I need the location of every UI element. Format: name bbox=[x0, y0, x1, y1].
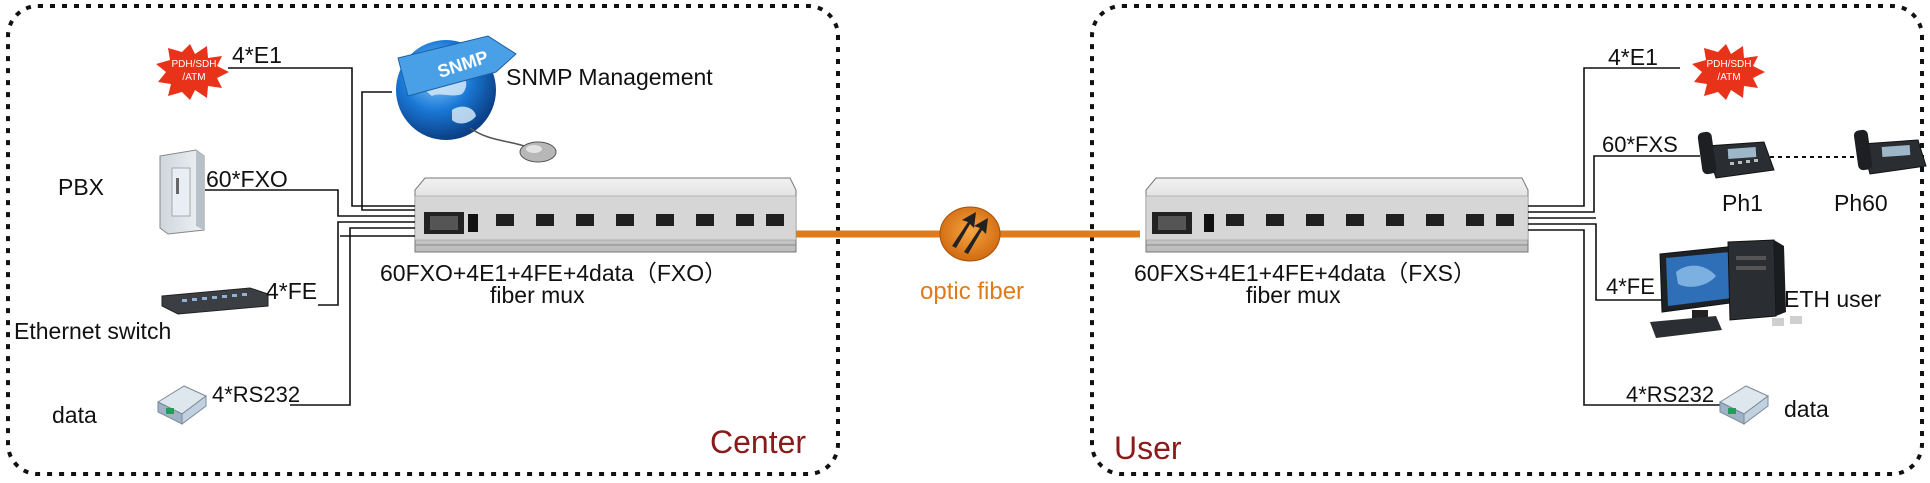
user-wires bbox=[1528, 67, 1720, 406]
fxs-label: 60*FXS bbox=[1602, 132, 1678, 157]
center-burst-icon: PDH/SDH /ATM bbox=[156, 44, 229, 100]
user-data-label: data bbox=[1784, 396, 1829, 422]
user-burst-icon: PDH/SDH /ATM bbox=[1692, 44, 1765, 100]
user-mux-desc: fiber mux bbox=[1246, 282, 1341, 308]
user-burst-line2: /ATM bbox=[1717, 72, 1740, 83]
user-fe-label: 4*FE bbox=[1606, 274, 1655, 299]
center-fe-label: 4*FE bbox=[266, 278, 318, 304]
user-rack-mux-icon bbox=[1145, 177, 1529, 253]
ethernet-switch-label: Ethernet switch bbox=[14, 318, 172, 344]
center-zone-box bbox=[6, 4, 840, 476]
globe-icon: SNMP bbox=[396, 35, 517, 140]
center-wires bbox=[205, 67, 415, 406]
center-rack-mux-icon bbox=[414, 177, 797, 253]
computer-icon bbox=[1650, 239, 1802, 338]
snmp-management-label: SNMP Management bbox=[506, 64, 713, 90]
center-burst-line1: PDH/SDH bbox=[171, 59, 216, 70]
fiber-connector-icon bbox=[939, 206, 1001, 262]
user-burst-line1: PDH/SDH bbox=[1706, 59, 1751, 70]
optic-fiber-label: optic fiber bbox=[920, 278, 1025, 305]
user-rs232-label: 4*RS232 bbox=[1626, 382, 1715, 407]
phone-icon-ph1 bbox=[1697, 131, 1775, 179]
center-e1-label: 4*E1 bbox=[232, 42, 282, 68]
user-e1-label: 4*E1 bbox=[1608, 44, 1658, 70]
center-mux-desc: fiber mux bbox=[490, 282, 585, 308]
center-zone-label: Center bbox=[710, 424, 807, 460]
ph60-label: Ph60 bbox=[1834, 190, 1888, 216]
user-mux-model: 60FXS+4E1+4FE+4data（FXS） bbox=[1134, 260, 1477, 286]
eth-user-label: ETH user bbox=[1784, 286, 1882, 312]
mouse-icon bbox=[469, 127, 557, 163]
center-burst-line2: /ATM bbox=[182, 72, 205, 83]
pbx-label: PBX bbox=[58, 174, 105, 200]
user-zone-label: User bbox=[1114, 430, 1182, 466]
center-mux-model: 60FXO+4E1+4FE+4data（FXO） bbox=[380, 260, 728, 286]
ph1-label: Ph1 bbox=[1722, 190, 1763, 216]
switch-icon bbox=[161, 287, 269, 315]
user-zone-box bbox=[1090, 4, 1924, 476]
fxo-label: 60*FXO bbox=[206, 166, 288, 192]
user-converter-icon bbox=[1718, 385, 1769, 425]
cabinet-icon bbox=[159, 149, 205, 235]
center-rs232-label: 4*RS232 bbox=[212, 382, 301, 407]
center-data-label: data bbox=[52, 402, 97, 428]
phone-icon-ph60 bbox=[1853, 129, 1927, 175]
center-converter-icon bbox=[156, 385, 207, 425]
